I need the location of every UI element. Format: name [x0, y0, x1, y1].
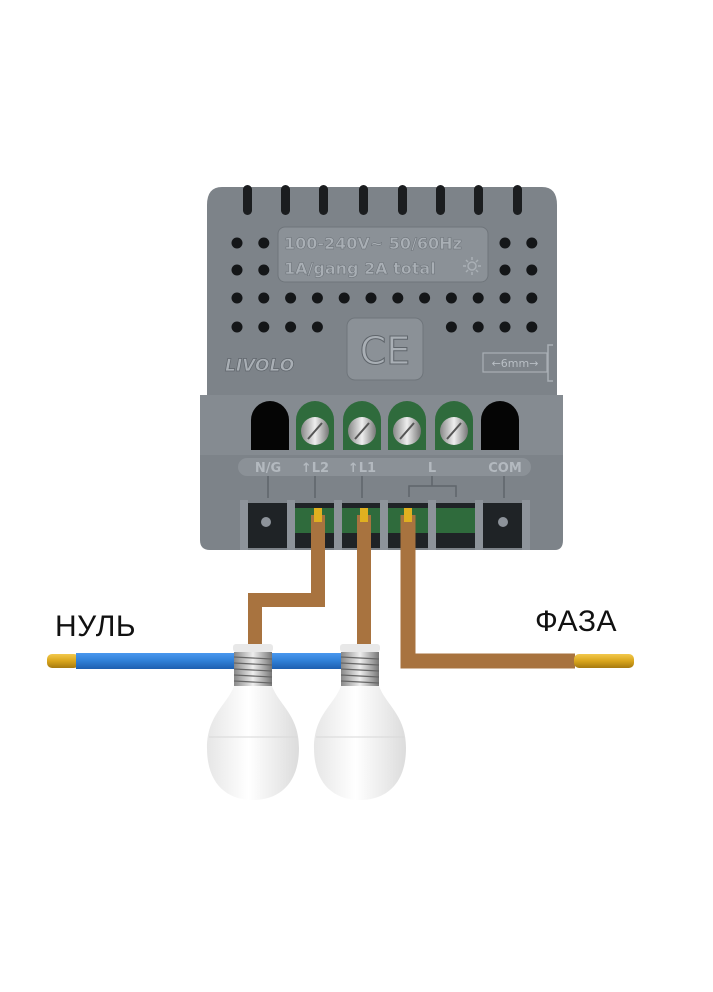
vent-hole [338, 292, 350, 304]
terminal-label-ng: N/G [255, 461, 281, 476]
rating-line2: 1A/gang 2A total [284, 259, 436, 278]
vent-hole [365, 292, 377, 304]
vent-hole [231, 321, 243, 333]
rating-line1: 100-240V~ 50/60Hz [284, 234, 462, 253]
vent-hole [231, 237, 243, 249]
vent-hole [419, 292, 431, 304]
vent-slots [243, 185, 522, 215]
vent-hole [499, 264, 511, 276]
terminal-label-com: COM [488, 461, 522, 476]
phase-wire-tip [574, 654, 634, 668]
vent-hole [311, 292, 323, 304]
vent-hole [258, 292, 270, 304]
vent-hole [526, 321, 538, 333]
terminal-screw [481, 401, 519, 450]
terminal-screw [251, 401, 289, 450]
phase-label: ФАЗА [535, 605, 617, 638]
vent-hole [526, 264, 538, 276]
l2-wire [248, 515, 325, 650]
ce-plate [346, 317, 424, 381]
vent-hole [499, 321, 511, 333]
terminal-label-l1: ↑L1 [348, 461, 376, 476]
terminal-label-l: L [428, 461, 436, 476]
vent-hole [258, 321, 270, 333]
terminal-label-strip [238, 458, 531, 476]
vent-hole [311, 321, 323, 333]
ce-mark: CE [360, 329, 411, 373]
terminal-screw [388, 401, 426, 450]
terminal-screw [343, 401, 381, 450]
terminal-screw [435, 401, 473, 450]
strip-length-label: ←6mm→ [492, 357, 539, 370]
vent-hole [472, 292, 484, 304]
vent-hole [445, 292, 457, 304]
terminal-holes [251, 401, 519, 450]
vent-hole [499, 237, 511, 249]
light-bulb [314, 644, 406, 800]
vent-hole [392, 292, 404, 304]
terminal-screw [296, 401, 334, 450]
neutral-wire [76, 653, 361, 669]
vent-hole [258, 237, 270, 249]
vent-hole [445, 321, 457, 333]
vent-hole [285, 321, 297, 333]
vent-hole [472, 321, 484, 333]
vent-hole [231, 264, 243, 276]
vent-hole [526, 292, 538, 304]
phase-wire [400, 515, 575, 669]
vent-hole [285, 292, 297, 304]
vent-hole [258, 264, 270, 276]
terminal-label-l2: ↑L2 [301, 461, 329, 476]
sun-icon [463, 257, 481, 275]
vent-hole [526, 237, 538, 249]
neutral-wire-tip [47, 654, 79, 668]
brand-logo: LIVOLO [225, 356, 294, 376]
vent-hole [499, 292, 511, 304]
strip-gauge [482, 352, 548, 373]
vent-hole [231, 292, 243, 304]
switch-module: 100-240V~ 50/60Hz 1A/gang 2A total CE LI… [200, 185, 563, 550]
vent-holes [231, 237, 538, 333]
light-bulb [207, 644, 299, 800]
neutral-label: НУЛЬ [55, 610, 137, 643]
rating-plate [277, 226, 489, 283]
wires [47, 508, 634, 669]
